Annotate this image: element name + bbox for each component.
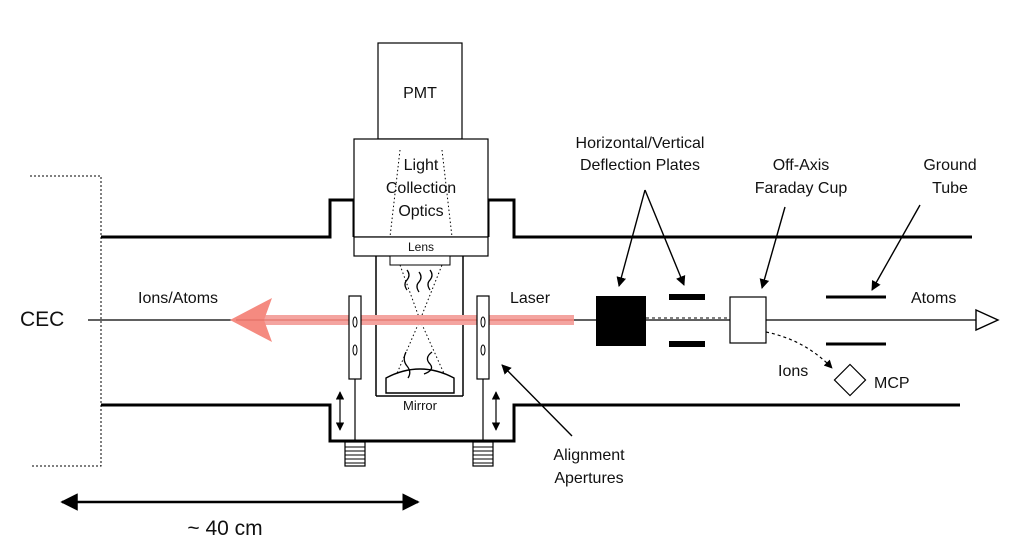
alignment-pointer	[501, 364, 573, 437]
mcp-label: MCP	[874, 375, 910, 392]
faraday-label-line2: Faraday Cup	[755, 180, 848, 197]
aperture-post-right	[476, 295, 490, 380]
alignment-label-line1: Alignment	[553, 447, 625, 464]
actuator-left	[344, 441, 366, 467]
beamline-top-wall	[101, 198, 356, 239]
ground-tube-pointer	[871, 204, 921, 291]
scale-label: ~ 40 cm	[187, 517, 262, 540]
deflection-pointer-2	[644, 189, 686, 286]
mcp-detector	[833, 363, 867, 397]
lens-element	[389, 255, 451, 266]
aperture-hole	[352, 344, 358, 356]
optics-label-line3: Optics	[398, 203, 443, 220]
mirror-label: Mirror	[403, 398, 438, 413]
atoms-arrow-head	[975, 308, 1000, 332]
cec-label: CEC	[20, 308, 64, 331]
ground-label-line2: Tube	[932, 180, 968, 197]
beamline-bottom-wall	[101, 403, 960, 443]
faraday-cup-box	[729, 296, 767, 344]
aperture-post-left	[348, 295, 362, 380]
aperture-hole	[480, 316, 486, 328]
deflection-plate-bottom	[669, 341, 705, 347]
ions-label: Ions	[778, 363, 808, 380]
deflection-pointer-1	[616, 189, 646, 287]
deflection-plate-top	[669, 294, 705, 300]
faraday-pointer	[759, 206, 786, 289]
alignment-label-line2: Apertures	[554, 470, 623, 487]
lens-label: Lens	[408, 240, 434, 254]
faraday-label-line1: Off-Axis	[773, 157, 830, 174]
cec-bracket	[30, 175, 102, 467]
deflection-block	[596, 296, 646, 346]
mirror-shape	[385, 368, 455, 394]
pmt-box	[377, 42, 463, 140]
atoms-label: Atoms	[911, 290, 956, 307]
actuator-right	[472, 441, 494, 467]
ground-label-line1: Ground	[923, 157, 976, 174]
deflection-label-line2: Deflection Plates	[580, 157, 700, 174]
pmt-label: PMT	[403, 85, 437, 102]
optics-label-line2: Collection	[386, 180, 456, 197]
aperture-hole	[480, 344, 486, 356]
laser-label: Laser	[510, 290, 551, 307]
ions-path	[765, 331, 833, 369]
ions-atoms-label: Ions/Atoms	[138, 290, 218, 307]
beamline-top-wall-right	[486, 198, 972, 239]
aperture-hole	[352, 316, 358, 328]
deflection-label-line1: Horizontal/Vertical	[576, 135, 705, 152]
fluorescence-squiggles	[403, 269, 433, 379]
optics-box	[353, 138, 489, 238]
optics-label-line1: Light	[404, 157, 439, 174]
